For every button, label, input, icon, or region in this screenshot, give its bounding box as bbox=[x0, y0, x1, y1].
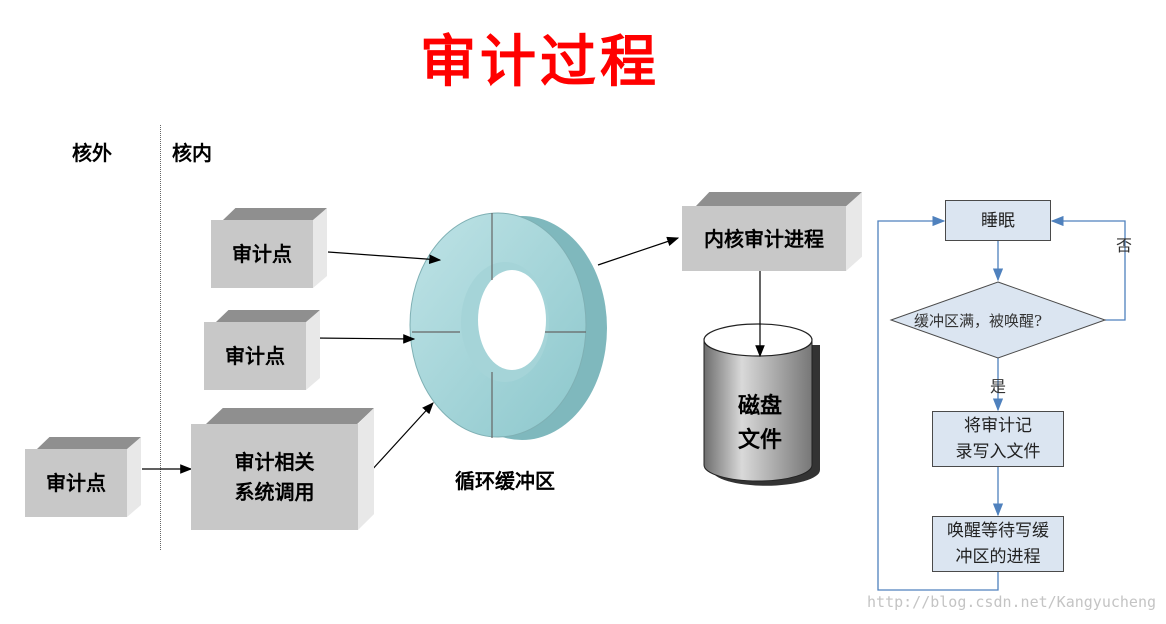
fc-wake-line2: 冲区的进程 bbox=[955, 547, 1041, 567]
watermark: http://blog.csdn.net/Kangyucheng bbox=[867, 593, 1156, 611]
zone-label-inside: 核内 bbox=[172, 141, 212, 165]
fc-write-line1: 将审计记 bbox=[964, 416, 1032, 436]
arrow-syscall-to-ring bbox=[369, 402, 434, 473]
arrow-point2-to-ring bbox=[312, 334, 416, 344]
syscall-box: 审计相关 系统调用 bbox=[191, 408, 374, 530]
fc-arrow-no-loop bbox=[1050, 215, 1126, 321]
audit-point-label-3: 审计点 bbox=[25, 449, 127, 517]
audit-point-label-2: 审计点 bbox=[204, 322, 306, 390]
disk-label-line2: 文件 bbox=[737, 428, 782, 453]
fc-write-box: 将审计记 录写入文件 bbox=[932, 411, 1064, 467]
fc-write-line2: 录写入文件 bbox=[955, 442, 1041, 462]
audit-point-box-2: 审计点 bbox=[204, 310, 320, 390]
fc-decision-text: 缓冲区满，被唤醒? bbox=[914, 312, 1043, 330]
fc-wake-box: 唤醒等待写缓 冲区的进程 bbox=[932, 516, 1064, 572]
kernel-audit-process-label: 内核审计进程 bbox=[682, 206, 846, 271]
syscall-label-line1: 审计相关 bbox=[234, 450, 315, 474]
syscall-label: 审计相关 系统调用 bbox=[191, 424, 358, 530]
syscall-label-line2: 系统调用 bbox=[234, 480, 315, 504]
fc-decision-diamond bbox=[889, 281, 1107, 359]
zone-label-outside: 核外 bbox=[72, 141, 112, 165]
audit-point-box-1: 审计点 bbox=[211, 208, 327, 288]
arrow-ring-to-kernel-process bbox=[597, 236, 680, 266]
fc-sleep-box: 睡眠 bbox=[945, 200, 1051, 241]
disk-cylinder-shape bbox=[703, 323, 820, 486]
fc-wake-line1: 唤醒等待写缓 bbox=[947, 521, 1049, 541]
disk-file-label: 磁盘 文件 bbox=[705, 390, 815, 458]
ring-buffer-label: 循环缓冲区 bbox=[455, 469, 555, 493]
diagram-title: 审计过程 bbox=[420, 30, 660, 95]
arrow-point1-to-ring bbox=[327, 251, 442, 265]
disk-label-line1: 磁盘 bbox=[737, 394, 782, 419]
kernel-audit-process-box: 内核审计进程 bbox=[682, 192, 862, 271]
fc-no-label: 否 bbox=[1116, 236, 1133, 255]
fc-arrow-wake-loop bbox=[877, 215, 999, 591]
audit-point-box-3: 审计点 bbox=[25, 437, 141, 517]
audit-point-label-1: 审计点 bbox=[211, 220, 313, 288]
ring-buffer-shape bbox=[409, 212, 607, 440]
fc-yes-label: 是 bbox=[990, 377, 1007, 396]
kernel-boundary-divider bbox=[160, 125, 161, 550]
